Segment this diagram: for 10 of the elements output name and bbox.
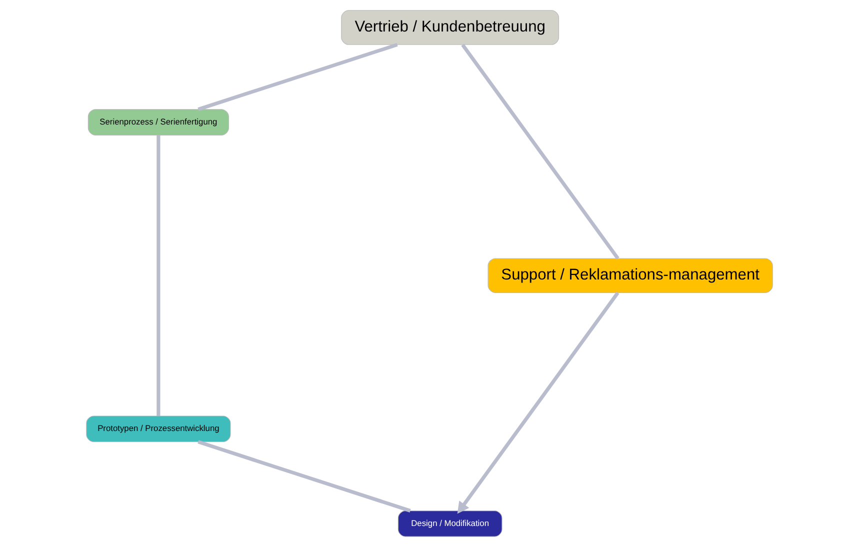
node-box: Prototypen / Prozessentwicklung [86, 416, 230, 442]
connector [197, 42, 398, 112]
node-box: Serienprozess / Serienfertigung [87, 109, 228, 136]
connector [197, 440, 410, 512]
node-box: Support / Reklamations-management [487, 258, 772, 293]
connector [156, 135, 160, 416]
connector [460, 44, 619, 260]
arrow [456, 292, 619, 514]
node-box: Vertrieb / Kundenbetreuung [340, 10, 559, 45]
node-box: Design / Modifikation [397, 510, 502, 537]
